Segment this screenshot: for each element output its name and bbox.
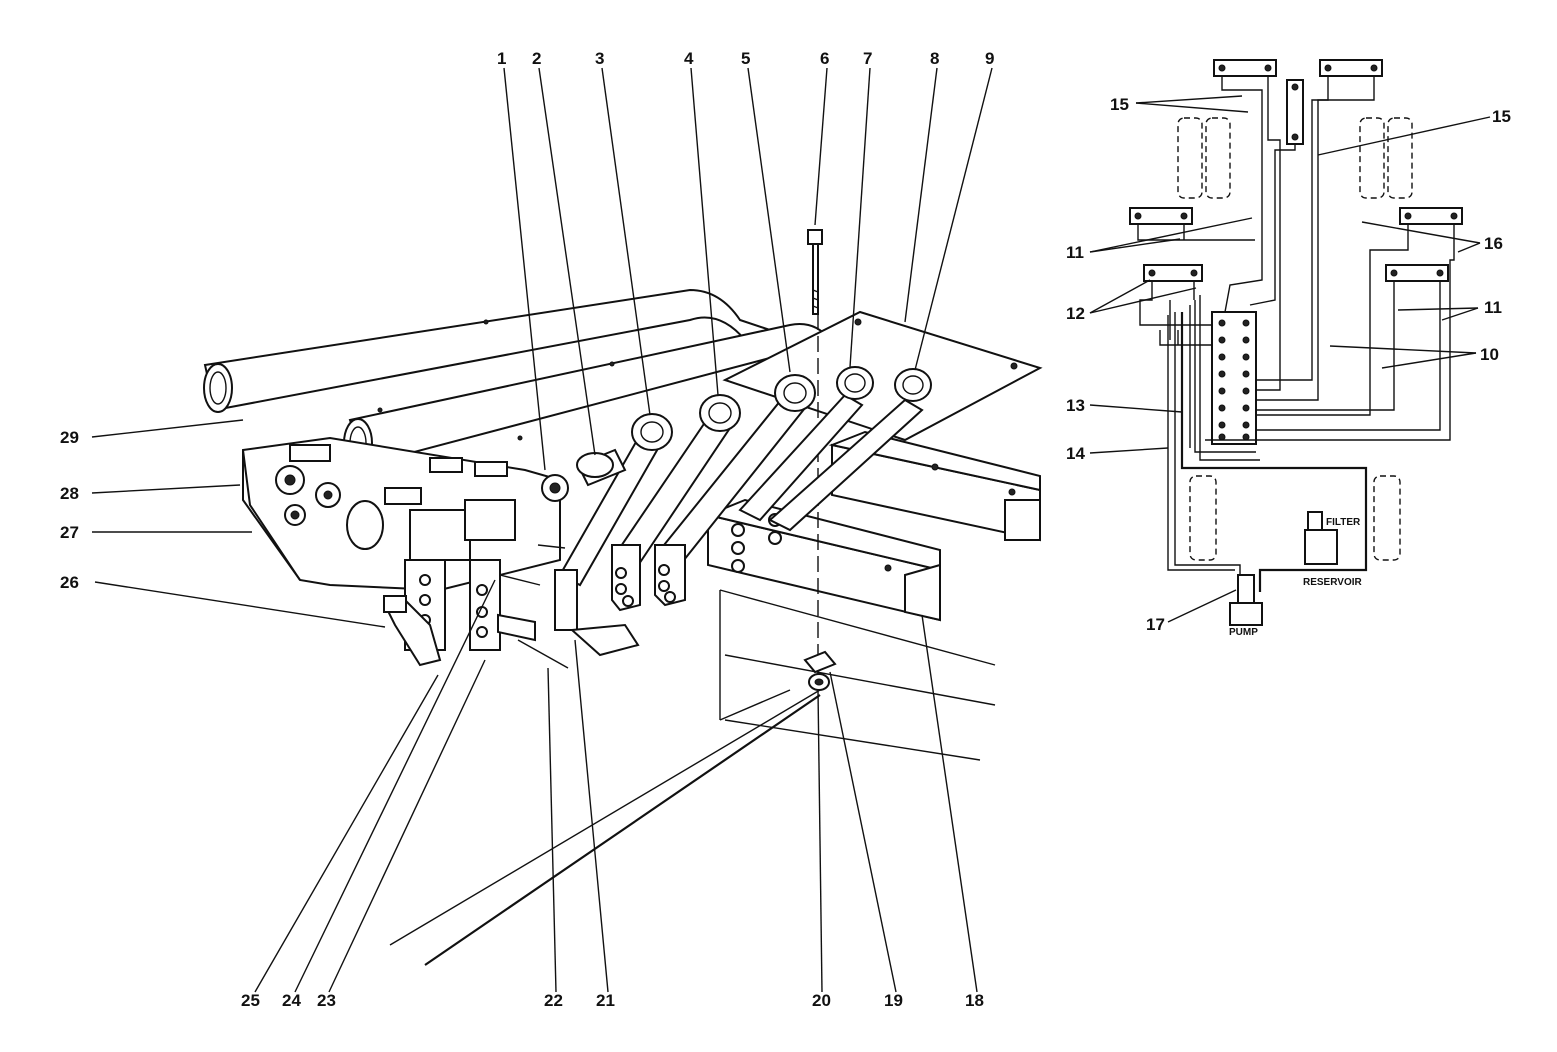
- callout-28: 28: [60, 484, 79, 503]
- square-tube-lower: [704, 498, 941, 622]
- callout-7: 7: [863, 49, 872, 68]
- control-valve-body: [242, 436, 640, 669]
- hydraulic-schematic: FILTER RESERVOIR PUMP: [1089, 59, 1491, 638]
- cross-tubes: [203, 288, 842, 468]
- callout-13: 13: [1066, 396, 1085, 415]
- callout-numbers: 1 2 3 4 5 6 7 8 9 29 28 27 26 25 24 23 2…: [60, 49, 1511, 1010]
- callout-19: 19: [884, 991, 903, 1010]
- callout-23: 23: [317, 991, 336, 1010]
- filter-label: FILTER: [1326, 517, 1361, 528]
- frame-lines: [389, 589, 996, 966]
- callout-2: 2: [532, 49, 541, 68]
- callout-1: 1: [497, 49, 506, 68]
- callout-18: 18: [965, 991, 984, 1010]
- callout-11b: 11: [1484, 298, 1502, 317]
- callout-20: 20: [812, 991, 831, 1010]
- callout-17: 17: [1146, 615, 1165, 634]
- reservoir-label: RESERVOIR: [1303, 577, 1362, 588]
- callout-5: 5: [741, 49, 750, 68]
- callout-4: 4: [684, 49, 694, 68]
- callout-12: 12: [1066, 304, 1085, 323]
- pump-label: PUMP: [1229, 627, 1258, 638]
- leader-lines: [91, 67, 993, 993]
- callout-15b: 15: [1492, 107, 1511, 126]
- callout-6: 6: [820, 49, 829, 68]
- callout-14: 14: [1066, 444, 1085, 463]
- callout-8: 8: [930, 49, 939, 68]
- callout-25: 25: [241, 991, 260, 1010]
- callout-16: 16: [1484, 234, 1503, 253]
- callout-9: 9: [985, 49, 994, 68]
- square-tube-upper: [828, 430, 1041, 542]
- callout-24: 24: [282, 991, 301, 1010]
- callout-26: 26: [60, 573, 79, 592]
- callout-22: 22: [544, 991, 563, 1010]
- callout-3: 3: [595, 49, 604, 68]
- callout-29: 29: [60, 428, 79, 447]
- washer-nut: [803, 650, 837, 691]
- control-levers: [554, 366, 932, 631]
- callout-10: 10: [1480, 345, 1499, 364]
- callout-11a: 11: [1066, 243, 1084, 262]
- callout-21: 21: [596, 991, 615, 1010]
- callout-27: 27: [60, 523, 79, 542]
- callout-15a: 15: [1110, 95, 1129, 114]
